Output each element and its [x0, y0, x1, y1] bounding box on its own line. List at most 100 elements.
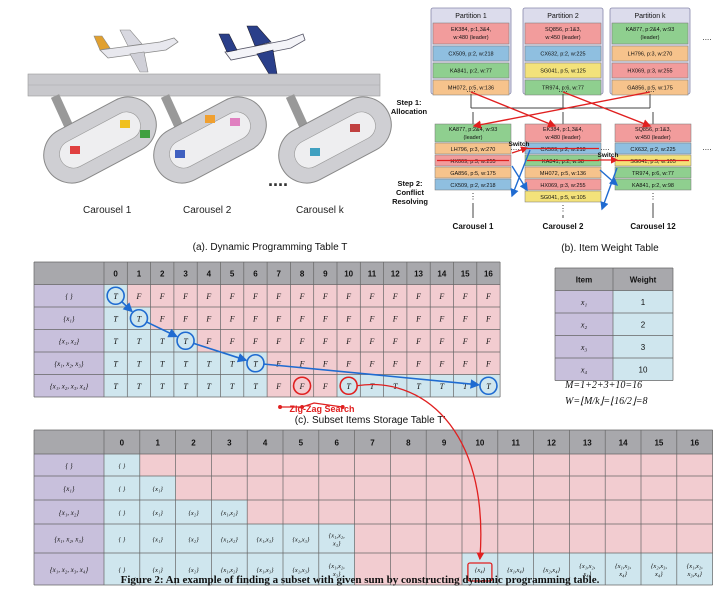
flight-item	[434, 166, 512, 179]
dp-cell	[476, 352, 501, 375]
st-cell	[676, 454, 713, 476]
flight-item	[524, 123, 602, 143]
dp-cell	[150, 374, 174, 397]
dp-cell-value: F	[462, 337, 468, 346]
st-cell	[390, 553, 427, 585]
st-cell	[533, 476, 570, 500]
st-cell	[641, 500, 677, 524]
dp-cell	[430, 307, 454, 330]
carousel-label: Carousel 1	[83, 205, 132, 216]
dp-cell	[430, 329, 454, 352]
dp-cell	[197, 352, 221, 375]
dp-cell-value: F	[275, 382, 281, 391]
flight-label: MH072, p:5, w:136	[448, 86, 494, 92]
flight-label: HX069, p:3, w:255	[450, 159, 495, 165]
st-cell-value: { }	[118, 510, 125, 517]
dp-cell-value: T	[113, 360, 118, 369]
dp-cell-value: F	[322, 360, 328, 369]
path-circle	[246, 353, 265, 373]
st-cell	[605, 524, 641, 553]
dp-cell-value: T	[230, 382, 235, 391]
dp-cell	[383, 374, 407, 397]
st-cell-value: { }	[118, 567, 125, 574]
st-cell	[139, 500, 176, 524]
dp-cell-value: F	[438, 360, 444, 369]
st-cell	[533, 524, 570, 553]
st-cell-value: {x₁}	[153, 486, 164, 493]
weight-value: 1	[641, 298, 646, 307]
st-cell-value: {x₂,x₃}	[292, 567, 310, 574]
st-row-header-bg	[34, 454, 104, 476]
dp-cell-value: T	[183, 337, 188, 346]
dp-cell	[127, 284, 151, 307]
dp-cell	[337, 352, 361, 375]
st-cell	[462, 454, 498, 476]
st-cell-value: {x₁}	[153, 537, 164, 544]
dp-cell	[360, 329, 384, 352]
flight-label: TR974, p:6, w:77	[632, 171, 674, 177]
flight-label: LH796, p:3, w:270	[451, 147, 496, 153]
dp-cell-value: T	[416, 382, 421, 391]
dp-cell	[267, 284, 291, 307]
st-row-header-bg	[34, 500, 104, 524]
flight-item	[614, 142, 692, 155]
st-cell	[426, 454, 462, 476]
flight-label: SQ856, p:1&3,	[545, 27, 582, 33]
dp-cell-value: T	[160, 337, 165, 346]
st-cell	[676, 476, 713, 500]
path-circle	[106, 286, 125, 306]
dp-cell	[360, 307, 384, 330]
flight-item	[524, 166, 602, 179]
st-cell	[426, 500, 462, 524]
dp-row-header: {x₁, x₂, x₃}	[54, 360, 83, 368]
zigzag-line	[280, 402, 343, 408]
st-cell	[283, 454, 319, 476]
st-cell	[104, 524, 140, 553]
weight-header: Item	[576, 276, 592, 285]
st-cell	[497, 553, 534, 585]
flight-label: HX069, p:3, w:255	[540, 183, 585, 189]
dp-cell-value: F	[369, 337, 375, 346]
st-cell	[318, 524, 355, 553]
dp-cell-value: F	[438, 292, 444, 301]
st-cell	[426, 553, 462, 585]
st-cell	[641, 454, 677, 476]
weight-header: Weight	[630, 276, 657, 285]
st-cell	[211, 524, 248, 553]
st-cell	[676, 500, 713, 524]
dp-cell-value: F	[485, 360, 491, 369]
dp-col-header: 1	[137, 270, 142, 279]
dp-cell	[430, 284, 454, 307]
st-cell	[605, 476, 641, 500]
dp-cell-value: T	[137, 360, 142, 369]
dp-cell	[150, 352, 174, 375]
weight-value-bg	[613, 290, 673, 313]
weight-item: x₃	[580, 343, 588, 352]
st-cell-value: {x₂}	[188, 510, 199, 517]
flight-item	[611, 22, 689, 45]
dp-cell-value: T	[113, 315, 118, 324]
dp-cell-value: F	[462, 315, 468, 324]
st-col-header: 1	[155, 439, 160, 448]
formula-m: M=1+2+3+10=16	[564, 380, 642, 391]
st-cell	[247, 454, 283, 476]
flight-item	[434, 178, 512, 191]
st-col-header: 5	[299, 439, 304, 448]
dp-cell-value: T	[463, 382, 468, 391]
dp-cell-value: F	[182, 292, 188, 301]
st-col-header: 3	[227, 439, 232, 448]
st-cell	[354, 524, 391, 553]
dp-cell	[220, 284, 244, 307]
st-cell	[318, 553, 355, 585]
st-cell	[497, 476, 534, 500]
zigzag-label: Zig-Zag Search	[289, 404, 354, 414]
dp-cell-value: F	[392, 292, 398, 301]
dp-col-header: 15	[461, 270, 470, 279]
st-cell	[139, 553, 176, 585]
dp-cell-value: F	[345, 315, 351, 324]
st-cell	[354, 476, 391, 500]
dp-cell-value: F	[136, 292, 142, 301]
flight-label: MH072, p:5, w:136	[540, 171, 586, 177]
flight-item	[432, 22, 510, 45]
